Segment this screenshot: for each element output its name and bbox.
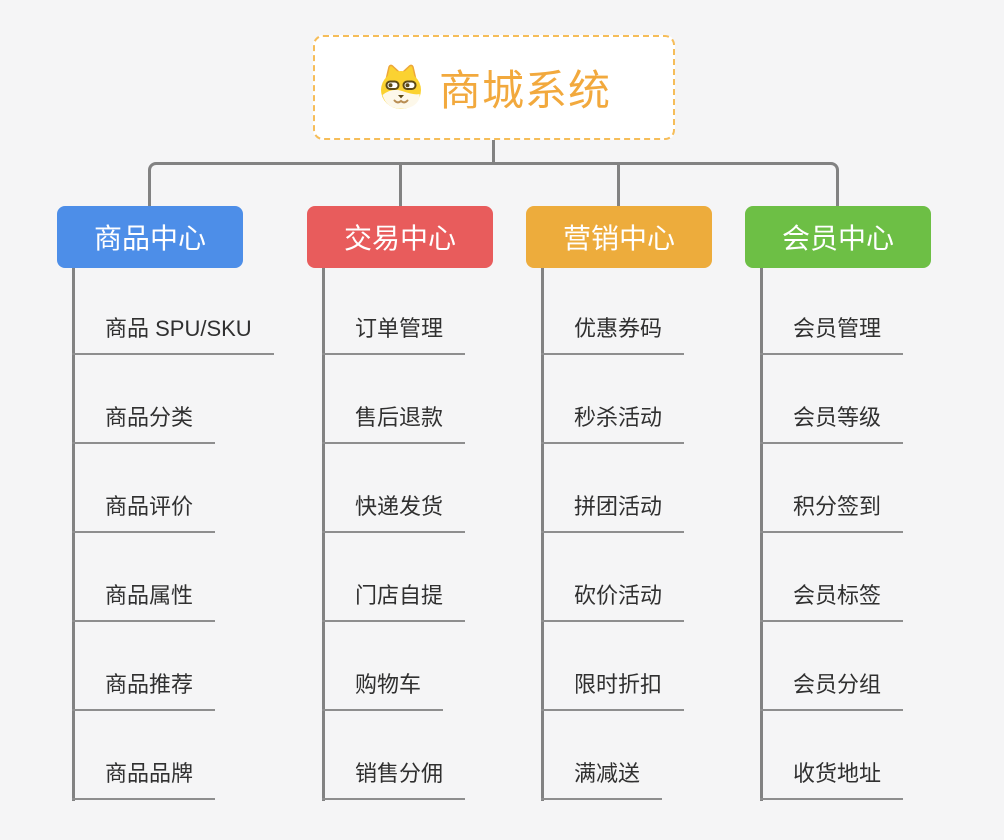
connector-root-drop	[492, 139, 495, 163]
root-node[interactable]: 商城系统	[313, 35, 675, 140]
leaf-item[interactable]: 商品评价	[72, 492, 216, 533]
leaf-item[interactable]: 订单管理	[322, 314, 466, 355]
leaf-item[interactable]: 购物车	[322, 670, 444, 711]
leaf-item[interactable]: 会员管理	[760, 314, 904, 355]
leaf-item[interactable]: 商品分类	[72, 403, 216, 444]
leaf-item[interactable]: 会员等级	[760, 403, 904, 444]
branch-trunk-trade-center	[322, 268, 325, 801]
branch-trunk-marketing-center	[541, 268, 544, 801]
branch-label-member-center: 会员中心	[781, 223, 894, 254]
branch-leaves-product-center: 商品 SPU/SKU 商品分类 商品评价 商品属性 商品推荐 商品品牌	[72, 268, 332, 800]
leaf-item[interactable]: 商品推荐	[72, 670, 216, 711]
branch-label-product-center: 商品中心	[93, 223, 206, 254]
leaf-item[interactable]: 商品 SPU/SKU	[72, 314, 274, 355]
branch-box-product-center[interactable]: 商品中心	[57, 206, 243, 268]
root-title: 商城系统	[438, 67, 611, 114]
branch-leaves-member-center: 会员管理 会员等级 积分签到 会员标签 会员分组 收货地址	[760, 268, 1004, 800]
leaf-item[interactable]: 会员标签	[760, 581, 904, 622]
leaf-item[interactable]: 快递发货	[322, 492, 466, 533]
leaf-item[interactable]: 会员分组	[760, 670, 904, 711]
branch-box-member-center[interactable]: 会员中心	[745, 206, 931, 268]
leaf-item[interactable]: 满减送	[541, 759, 663, 800]
connector-drop-marketing	[617, 162, 620, 207]
branch-box-marketing-center[interactable]: 营销中心	[526, 206, 712, 268]
leaf-item[interactable]: 优惠券码	[541, 314, 685, 355]
leaf-item[interactable]: 门店自提	[322, 581, 466, 622]
leaf-item[interactable]: 收货地址	[760, 759, 904, 800]
dog-face-icon	[377, 64, 425, 112]
branch-leaves-trade-center: 订单管理 售后退款 快递发货 门店自提 购物车 销售分佣	[322, 268, 582, 800]
branch-trunk-member-center	[760, 268, 763, 801]
leaf-item[interactable]: 拼团活动	[541, 492, 685, 533]
leaf-item[interactable]: 商品属性	[72, 581, 216, 622]
branch-leaves-marketing-center: 优惠券码 秒杀活动 拼团活动 砍价活动 限时折扣 满减送	[541, 268, 801, 800]
branch-trunk-product-center	[72, 268, 75, 801]
branch-box-trade-center[interactable]: 交易中心	[307, 206, 493, 268]
leaf-item[interactable]: 销售分佣	[322, 759, 466, 800]
branch-label-trade-center: 交易中心	[343, 223, 456, 254]
leaf-item[interactable]: 砍价活动	[541, 581, 685, 622]
leaf-item[interactable]: 售后退款	[322, 403, 466, 444]
leaf-item[interactable]: 积分签到	[760, 492, 904, 533]
leaf-item[interactable]: 商品品牌	[72, 759, 216, 800]
branch-label-marketing-center: 营销中心	[562, 223, 675, 254]
connector-drop-trade	[399, 162, 402, 207]
connector-bus	[148, 162, 839, 207]
leaf-item[interactable]: 限时折扣	[541, 670, 685, 711]
leaf-item[interactable]: 秒杀活动	[541, 403, 685, 444]
